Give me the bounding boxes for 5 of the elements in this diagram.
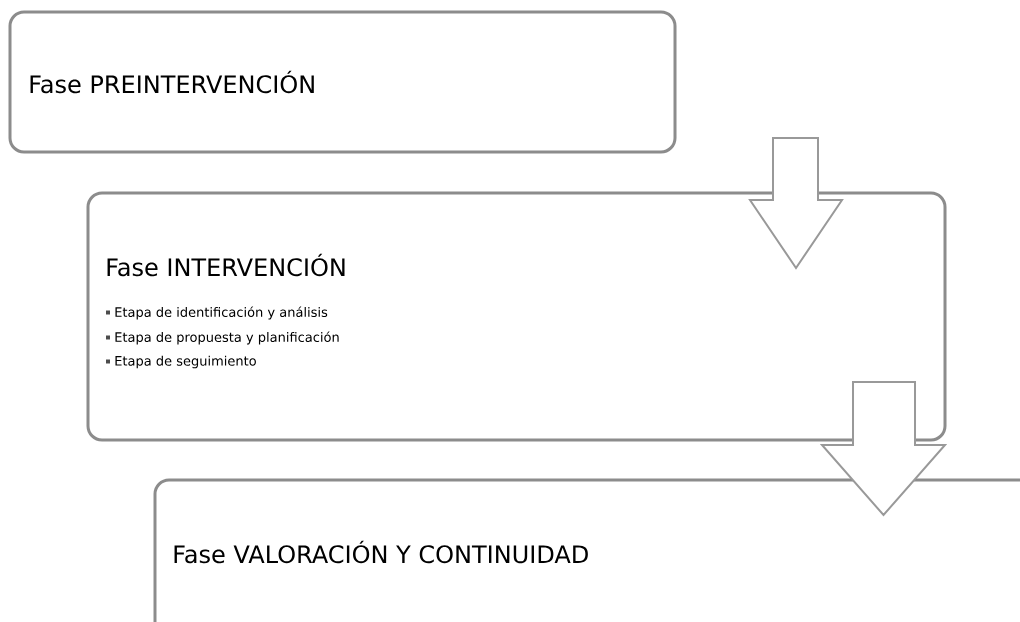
block-arrow — [748, 137, 844, 270]
phase-box: Fase INTERVENCIÓN Etapa de identificación y análisis Etapa de propuesta y planificación Etapa de seguimiento — [86, 191, 947, 442]
phase-box: Fase PREINTERVENCIÓN — [8, 10, 677, 154]
block-arrow — [819, 381, 948, 517]
phase-box: Fase VALORACIÓN Y CONTINUIDAD — [153, 478, 1020, 622]
